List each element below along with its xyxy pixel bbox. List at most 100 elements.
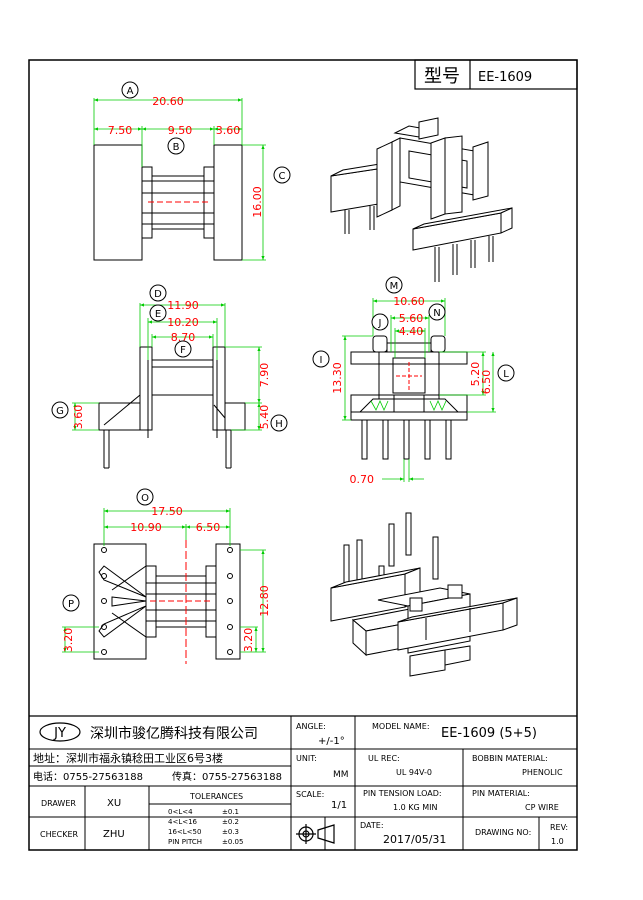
dim-N: 5.60 <box>399 312 424 325</box>
balloon-label-O: O <box>141 493 149 504</box>
dim-P-right: 3.20 <box>242 628 255 653</box>
iso-view-bottom <box>330 512 518 677</box>
view-bottom-dimensions <box>62 508 266 653</box>
tol-value-4: ±0.05 <box>222 838 243 846</box>
bottom-pin-holes-right <box>227 547 233 655</box>
balloon-A <box>121 81 139 99</box>
balloon-label-E: E <box>155 309 161 320</box>
dim-G: 3.60 <box>72 405 85 430</box>
pin-material-label: PIN MATERIAL: <box>472 789 530 798</box>
dim-L-inner: 5.20 <box>469 362 482 387</box>
view-bottom <box>93 540 241 664</box>
pin-material-value: CP WIRE <box>525 803 559 812</box>
company-name: 深圳市骏亿腾科技有限公司 <box>90 725 258 742</box>
projection-symbol-icon <box>296 824 335 844</box>
view-end-dim-text: 10.60 5.60 4.40 13.30 5.20 6.50 0.70 <box>331 295 493 486</box>
date-value: 2017/05/31 <box>383 833 446 846</box>
balloon-label-M: M <box>390 281 399 292</box>
ul-rec-value: UL 94V-0 <box>396 768 432 777</box>
company-logo: JY <box>39 722 81 742</box>
dim-a-left: 7.50 <box>108 124 133 137</box>
company-address: 地址：深圳市福永镇稔田工业区6号3楼 <box>33 751 223 765</box>
balloon-label-D: D <box>154 289 162 300</box>
checker-label: CHECKER <box>40 830 79 839</box>
checker-value: ZHU <box>103 829 125 840</box>
dim-o-right: 6.50 <box>196 521 221 534</box>
view-end-dimensions <box>342 298 496 482</box>
bottom-pin-holes-left <box>101 547 107 655</box>
balloon-label-J: J <box>378 318 382 329</box>
dim-L: 6.50 <box>480 370 493 395</box>
dim-O: 17.50 <box>151 505 183 518</box>
dim-C: 16.00 <box>251 186 264 218</box>
drawer-label: DRAWER <box>41 799 76 808</box>
type-label: 型号 <box>424 66 460 87</box>
sheet-border <box>28 59 578 851</box>
dim-P: 3.20 <box>62 628 75 653</box>
dim-a-right: 3.60 <box>216 124 241 137</box>
title-block <box>29 715 577 850</box>
view-front <box>93 144 243 261</box>
pin-tension-value: 1.0 KG MIN <box>393 803 438 812</box>
dim-I: 13.30 <box>331 362 344 394</box>
balloon-label-G: G <box>56 406 64 417</box>
dim-B: 9.50 <box>168 124 193 137</box>
view-side <box>98 346 246 469</box>
balloon-I <box>312 350 330 368</box>
model-top-value: EE-1609 <box>478 70 532 85</box>
tol-value-3: ±0.3 <box>222 828 239 836</box>
unit-label: UNIT: <box>296 754 317 763</box>
model-name-value: EE-1609 (5+5) <box>441 726 537 741</box>
balloon-label-N: N <box>433 308 440 319</box>
tolerances-label: TOLERANCES <box>189 792 243 801</box>
model-header: 型号 EE-1609 <box>414 59 578 90</box>
balloon-P <box>62 594 80 612</box>
balloon-label-H: H <box>275 419 283 430</box>
balloon-F <box>174 340 192 358</box>
balloon-G <box>51 401 69 419</box>
view-side-dimensions <box>72 303 262 431</box>
view-end <box>350 335 468 460</box>
tol-range-4: PIN PITCH <box>168 838 202 846</box>
dim-E: 10.20 <box>167 316 199 329</box>
balloon-label-C: C <box>279 171 286 182</box>
tol-range-3: 16<L<50 <box>168 828 201 836</box>
bobbin-material-label: BOBBIN MATERIAL: <box>472 754 548 763</box>
view-side-dim-text: 11.90 10.20 8.70 7.90 5.40 3.60 <box>72 299 271 429</box>
balloon-L <box>497 364 515 382</box>
balloon-label-L: L <box>503 369 509 380</box>
dim-D: 11.90 <box>167 299 199 312</box>
company-phone: 电话：0755-27563188 <box>33 770 143 783</box>
angle-value: +/-1° <box>318 736 345 747</box>
dim-H-top: 7.90 <box>258 363 271 388</box>
view-bottom-dim-text: 17.50 10.90 6.50 12.80 3.20 3.20 <box>62 505 271 652</box>
unit-value: MM <box>333 770 349 780</box>
rev-value: 1.0 <box>551 837 564 846</box>
view-front-dim-text: 20.60 7.50 9.50 3.60 16.00 <box>108 95 264 218</box>
balloon-H <box>270 414 288 432</box>
end-view-pins <box>361 419 452 460</box>
balloon-label-P: P <box>68 599 74 610</box>
balloon-N <box>428 303 446 321</box>
company-fax: 传真：0755-27563188 <box>172 770 282 783</box>
tol-range-2: 4<L<16 <box>168 818 198 826</box>
date-label: DATE: <box>360 821 384 830</box>
balloon-label-F: F <box>180 345 186 356</box>
view-front-dimensions <box>93 98 266 261</box>
dim-A: 20.60 <box>152 95 184 108</box>
dim-J: 4.40 <box>399 325 424 338</box>
scale-value: 1/1 <box>331 800 347 811</box>
model-name-label: MODEL NAME: <box>372 722 430 731</box>
bobbin-material-value: PHENOLIC <box>522 768 563 777</box>
balloon-M <box>385 276 403 294</box>
balloon-labels: A B C D E F G H M N J I L O P <box>56 86 509 610</box>
dim-pin: 0.70 <box>350 473 375 486</box>
dim-o-left: 10.90 <box>130 521 162 534</box>
balloon-label-A: A <box>127 86 134 97</box>
ul-rec-label: UL REC: <box>368 754 400 763</box>
rev-label: REV: <box>550 823 568 832</box>
balloon-C <box>273 166 291 184</box>
company-logo-text: JY <box>53 726 66 741</box>
balloon-label-B: B <box>173 142 180 153</box>
balloon-B <box>167 137 185 155</box>
